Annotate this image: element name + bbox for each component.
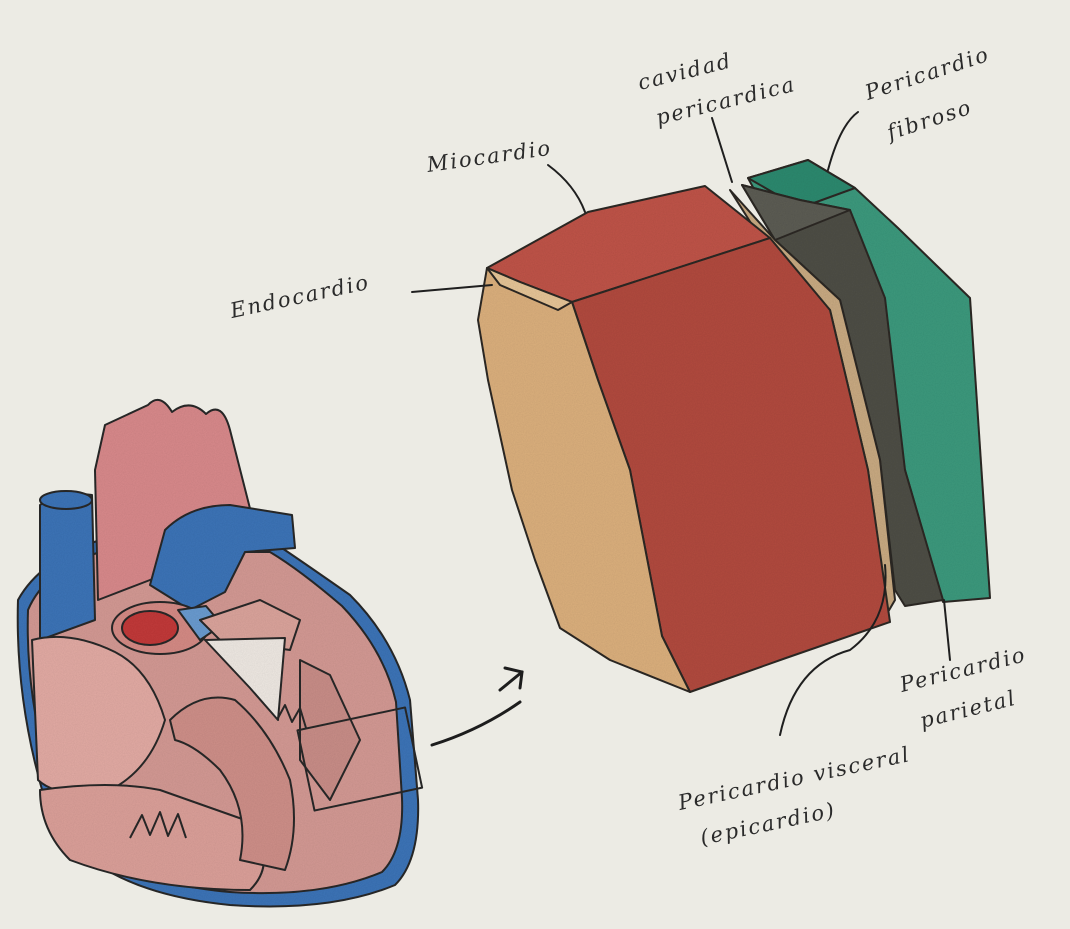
label-fibroso-line1: Pericardio — [861, 42, 993, 105]
label-fibroso-line2: fibroso — [882, 95, 975, 146]
leader-endocardio — [412, 285, 492, 292]
label-endocardio: Endocardio — [227, 270, 372, 323]
label-miocardio: Miocardio — [424, 136, 553, 177]
leader-fibroso — [828, 112, 858, 170]
arrow-icon — [432, 668, 522, 745]
label-cavidad-line1: cavidad — [635, 48, 734, 95]
leader-cavidad — [712, 118, 732, 182]
leader-parietal — [944, 600, 950, 660]
label-parietal-line2: parietal — [917, 686, 1019, 733]
vena-cava-superior — [40, 494, 95, 640]
tissue-block — [478, 160, 990, 692]
leader-miocardio — [548, 165, 585, 212]
label-visceral-line1: Pericardio visceral — [675, 742, 913, 815]
heart-cross-section — [18, 400, 422, 907]
